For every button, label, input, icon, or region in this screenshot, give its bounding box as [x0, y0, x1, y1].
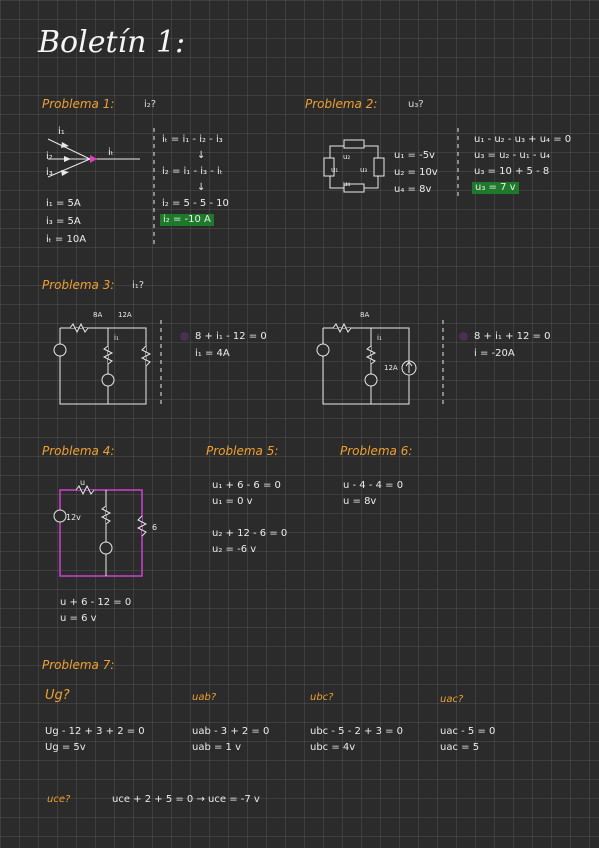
p1-given-i3: i₃ = 5A: [46, 216, 81, 227]
p3-left-eq-2: i₁ = 4A: [195, 348, 230, 359]
p7-uac-eq-1: uac - 5 = 0: [440, 726, 496, 737]
p1-eq-3: i₂ = 5 - 5 - 10: [162, 198, 229, 209]
p4-eq-1: u + 6 - 12 = 0: [60, 597, 132, 608]
problem-3-right-circuit: [316, 322, 417, 405]
p3-right-bullet: [459, 332, 468, 341]
p7-ug-eq-2: Ug = 5v: [45, 742, 86, 753]
problem-5-heading: Problema 5:: [206, 444, 279, 458]
p2-eq-2: u₃ = u₂ - u₁ - u₄: [474, 150, 551, 161]
p7-ubc-eq-1: ubc - 5 - 2 + 3 = 0: [310, 726, 404, 737]
problem-2-heading: Problema 2:: [305, 97, 378, 111]
p7-uac-eq-2: uac = 5: [440, 742, 480, 753]
p7-uab-eq-2: uab = 1 v: [192, 742, 242, 753]
p2-label-u4: u₄: [343, 180, 351, 188]
p7-ubc-eq-2: ubc = 4v: [310, 742, 356, 753]
p1-arrow-1: ↓: [197, 150, 206, 161]
p3-right-eq-2: i = -20A: [474, 348, 515, 359]
page-title: Boletín 1:: [38, 25, 186, 60]
p7-uce-eq: uce + 2 + 5 = 0 → uce = -7 v: [112, 794, 260, 805]
p7-ug-eq-1: Ug - 12 + 3 + 2 = 0: [45, 726, 145, 737]
p2-label-u1: u₁: [331, 166, 339, 174]
p4-label-6: 6: [152, 523, 158, 532]
p2-divider: [457, 128, 459, 196]
p7-q-uab: uab?: [192, 692, 217, 703]
p3-right-divider: [442, 320, 444, 408]
p3-left-label-i1: i₁: [114, 334, 119, 342]
p4-label-12v: 12v: [66, 513, 81, 522]
diagram-label-i1: i₁: [58, 126, 65, 137]
problem-4-heading: Problema 4:: [42, 444, 115, 458]
p1-divider: [153, 128, 155, 248]
problem-4-circuit: [53, 484, 148, 577]
problem-6-heading: Problema 6:: [340, 444, 413, 458]
problem-2-loop-diagram: [323, 139, 385, 193]
p7-q-uce: uce?: [47, 794, 71, 805]
p2-given-u1: u₁ = -5v: [394, 150, 435, 161]
p4-eq-2: u = 6 v: [60, 613, 97, 624]
p2-given-u2: u₂ = 10v: [394, 167, 438, 178]
p2-eq-3: u₃ = 10 + 5 - 8: [474, 166, 550, 177]
p5-eq-3: u₂ + 12 - 6 = 0: [212, 528, 288, 539]
p3-right-label-i1: i₁: [377, 334, 382, 342]
p2-result-highlight: u₃ = 7 v: [472, 182, 519, 194]
p4-label-u: u: [80, 478, 86, 487]
p5-eq-4: u₂ = -6 v: [212, 544, 257, 555]
problem-1-node-diagram: [47, 138, 140, 178]
problem-1-question: i₂?: [144, 99, 157, 110]
p2-given-u4: u₄ = 8v: [394, 184, 432, 195]
p1-given-i1: i₁ = 5A: [46, 198, 81, 209]
p7-uab-eq-1: uab - 3 + 2 = 0: [192, 726, 270, 737]
p5-eq-2: u₁ = 0 v: [212, 496, 253, 507]
diagram-label-i2: i₂: [46, 151, 53, 162]
p2-label-u3: u₃: [360, 166, 368, 174]
p5-eq-1: u₁ + 6 - 6 = 0: [212, 480, 281, 491]
p3-left-label-12a: 12A: [118, 311, 132, 319]
p7-q-ug: Ug?: [45, 688, 70, 703]
p1-eq-1: iₜ = i₁ - i₂ - i₃: [162, 134, 223, 145]
p3-right-eq-1: 8 + i₁ + 12 = 0: [474, 331, 551, 342]
p6-eq-2: u = 8v: [343, 496, 377, 507]
p6-eq-1: u - 4 - 4 = 0: [343, 480, 404, 491]
p1-result-highlight: i₂ = -10 A: [160, 214, 214, 226]
p1-eq-2: i₂ = i₁ - i₃ - iₜ: [162, 166, 223, 177]
problem-3-heading: Problema 3:: [42, 278, 115, 292]
p3-left-eq-1: 8 + i₁ - 12 = 0: [195, 331, 267, 342]
problem-7-heading: Problema 7:: [42, 658, 115, 672]
p3-left-label-8a: 8A: [93, 311, 103, 319]
p3-right-label-12a: 12A: [384, 364, 398, 372]
p1-arrow-2: ↓: [197, 182, 206, 193]
p2-label-u2: u₂: [343, 153, 351, 161]
diagram-label-i3: i₃: [46, 167, 53, 178]
p2-eq-1: u₁ - u₂ - u₃ + u₄ = 0: [474, 134, 572, 145]
p3-left-bullet: [180, 332, 189, 341]
problem-3-question: i₁?: [132, 280, 145, 291]
problem-1-heading: Problema 1:: [42, 97, 115, 111]
p3-left-divider: [160, 320, 162, 408]
diagram-label-it: iₜ: [108, 147, 114, 158]
problem-3-left-circuit: [53, 322, 152, 405]
p7-q-uac: uac?: [440, 694, 464, 705]
problem-2-question: u₃?: [408, 99, 424, 110]
p1-given-it: iₜ = 10A: [46, 234, 87, 245]
p3-right-label-8a: 8A: [360, 311, 370, 319]
p7-q-ubc: ubc?: [310, 692, 334, 703]
